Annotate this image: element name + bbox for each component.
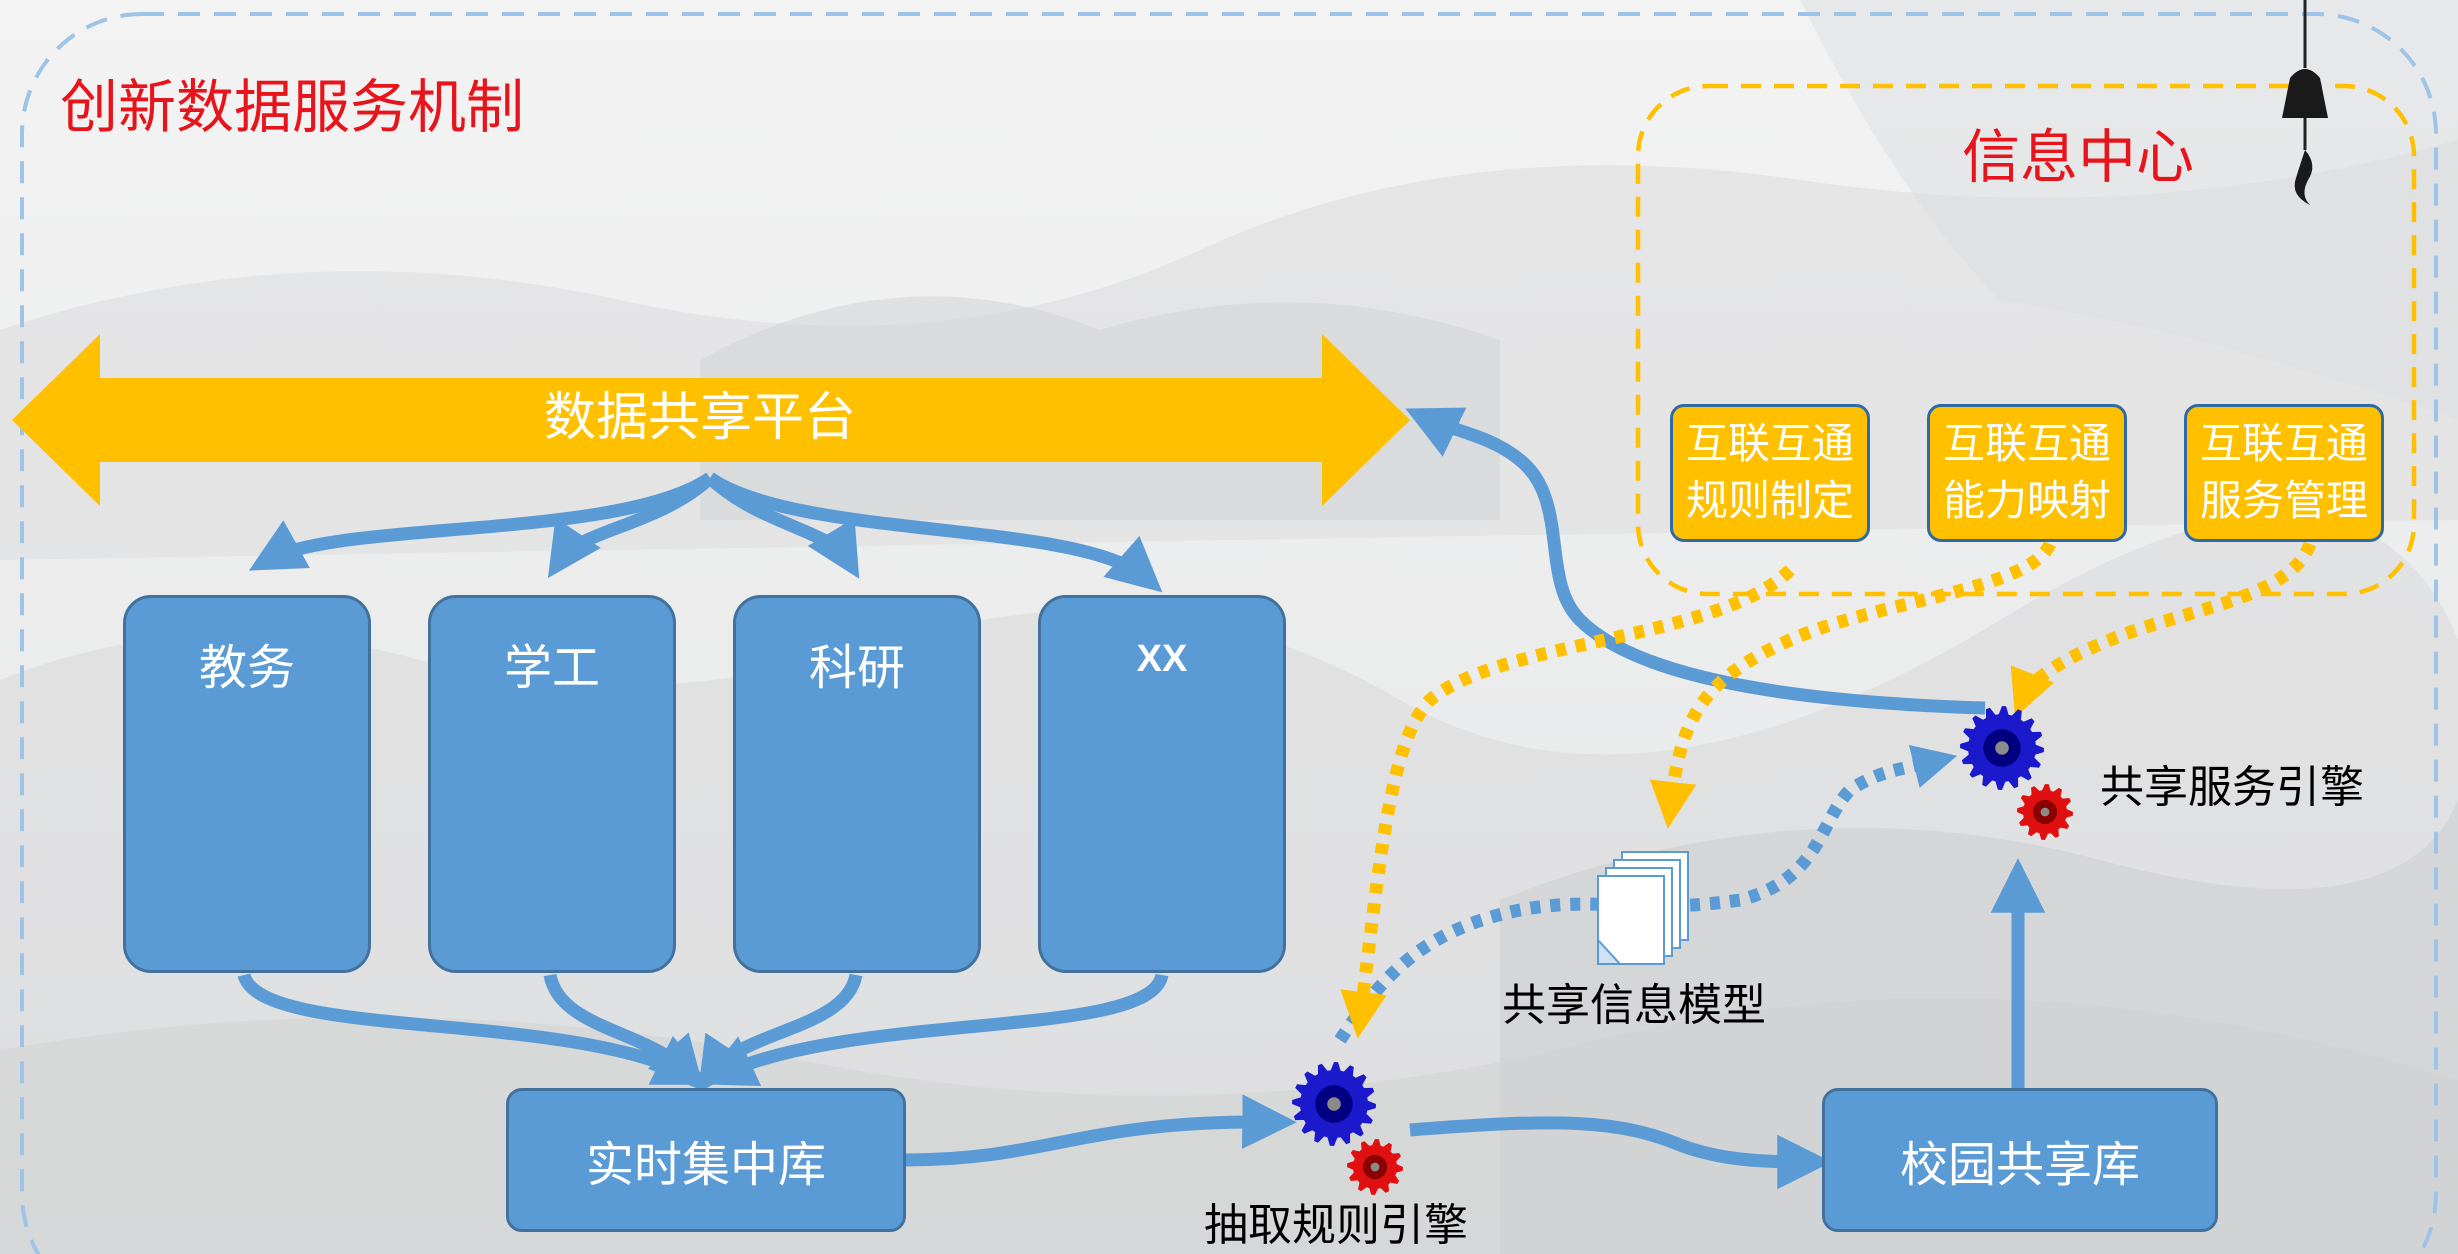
arrow-share-engine-to-platform	[1405, 407, 1986, 715]
system-label: 学工	[503, 640, 600, 696]
platform-label: 数据共享平台	[543, 388, 856, 448]
document-stack-icon	[1597, 851, 1689, 965]
info-center-title: 信息中心	[1962, 123, 2195, 191]
dotted-mapping-to-model	[1649, 540, 2056, 829]
system-box-xuegong: 学工	[428, 595, 676, 973]
arrow-xuegong-to-db	[543, 973, 705, 1092]
page-title: 创新数据服务机制	[60, 73, 525, 141]
info-model-label: 共享信息模型	[1502, 980, 1766, 1031]
extract-engine-gear-blue-icon	[1292, 1062, 1376, 1146]
arrow-jiaowu-to-db	[237, 972, 710, 1085]
arrow-xx-to-db	[700, 972, 1169, 1087]
realtime-db-box: 实时集中库	[506, 1088, 906, 1232]
arrow-db-to-extract-engine	[904, 1094, 1297, 1167]
system-box-keyan: 科研	[733, 595, 981, 973]
hanging-bell-icon	[2282, 0, 2328, 205]
system-label: 科研	[808, 640, 905, 696]
campus-db-box: 校园共享库	[1822, 1088, 2218, 1232]
arrow-platform-to-xuegong	[547, 473, 715, 579]
share-engine-gear-red-icon	[2017, 784, 2073, 840]
info-center-frame	[1635, 83, 2417, 597]
rule-box-service: 互联互通 服务管理	[2184, 404, 2384, 542]
extract-engine-label: 抽取规则引擎	[1204, 1200, 1468, 1251]
extract-engine-gear-red-icon	[1347, 1139, 1403, 1195]
system-box-xx: XX	[1038, 595, 1286, 973]
dotted-service-to-share-engine	[2010, 541, 2317, 718]
dotted-extract-to-share-engine	[1334, 744, 1958, 1044]
dotted-rule-to-extract-engine	[1340, 565, 1795, 1039]
system-label: XX	[1136, 638, 1188, 680]
system-label: 教务	[198, 640, 295, 696]
rule-box-mapping: 互联互通 能力映射	[1927, 404, 2127, 542]
rule-box-rules: 互联互通 规则制定	[1670, 404, 1870, 542]
outer-dashed-frame	[20, 12, 2438, 1254]
share-engine-label: 共享服务引擎	[2100, 762, 2364, 813]
arrow-platform-to-xx	[706, 472, 1163, 593]
share-engine-gear-blue-icon	[1960, 706, 2044, 790]
arrow-platform-to-jiaowu	[248, 472, 714, 571]
platform-double-arrow	[12, 334, 1410, 506]
arrow-extract-engine-to-campus-db	[1409, 1116, 1832, 1190]
system-box-jiaowu: 教务	[123, 595, 371, 973]
